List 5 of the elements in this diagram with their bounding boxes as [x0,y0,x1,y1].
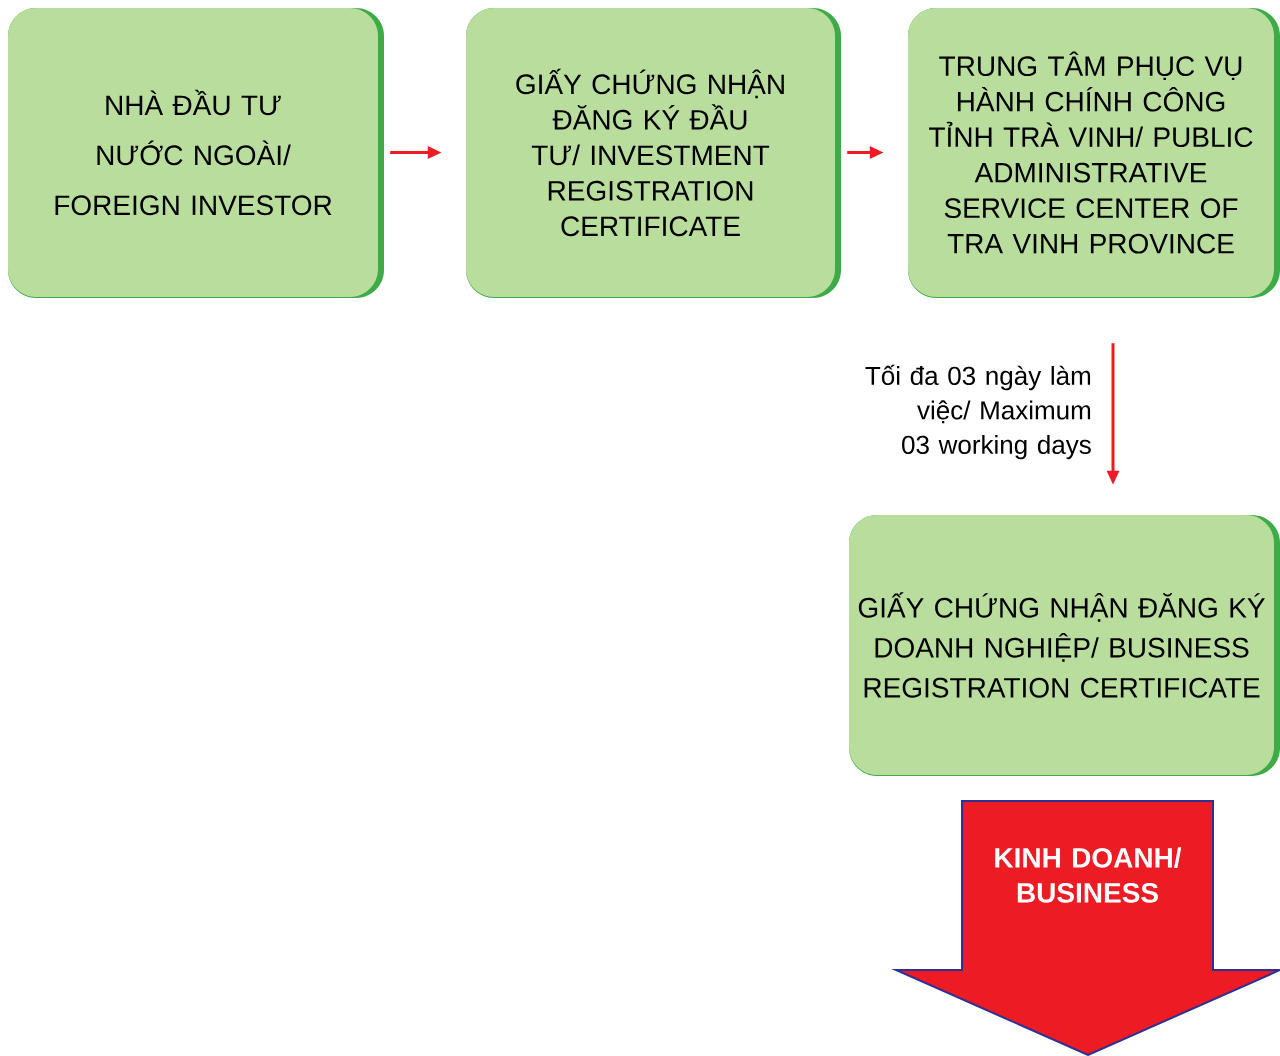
process-box: GIẤY CHỨNG NHẬN ĐĂNG KÝ ĐẦU TƯ/ INVESTMENT REGISTRATION CERTIFICATE [466,8,841,298]
process-box: TRUNG TÂM PHỤC VỤ HÀNH CHÍNH CÔNG TỈNH TRÀ VINH/ PUBLIC ADMINISTRATIVE SERVICE CENTER OF TRA VINH PROVINCE [908,8,1280,298]
process-box: GIẤY CHỨNG NHẬN ĐĂNG KÝ DOANH NGHIỆP/ BUSINESS REGISTRATION CERTIFICATE [849,515,1280,776]
edge-label: Tối đa 03 ngày làm việc/ Maximum 03 working days [865,364,1091,460]
process-box: NHÀ ĐẦU TƯ NƯỚC NGOÀI/ FOREIGN INVESTOR [8,8,384,298]
